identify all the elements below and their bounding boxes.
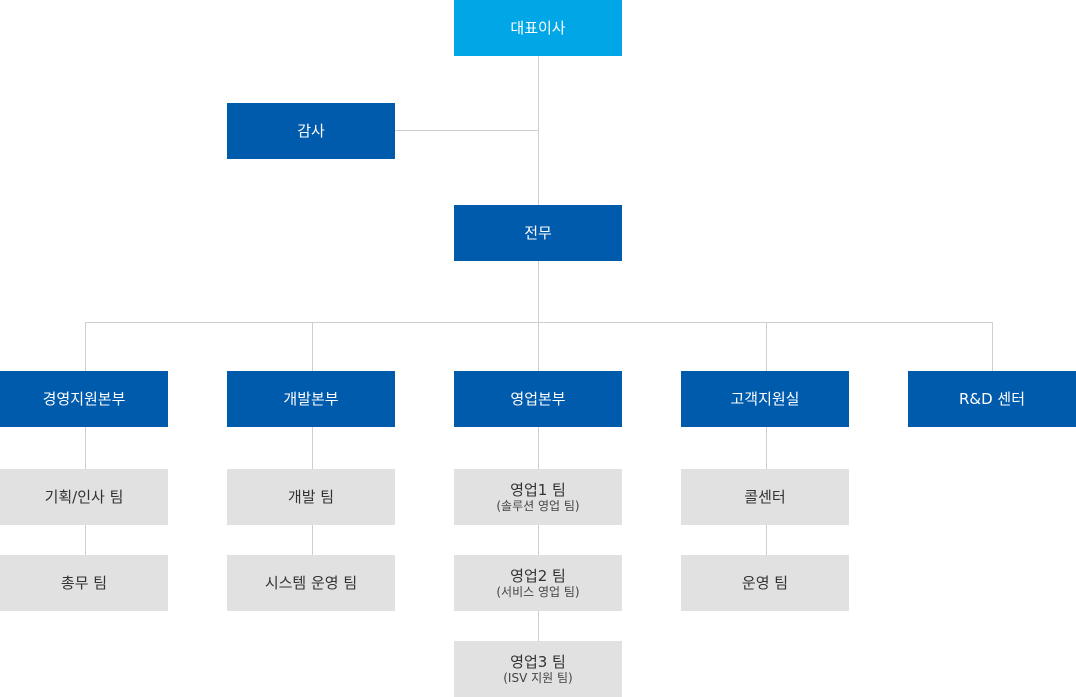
team-call-center: 콜센터 [681, 469, 849, 525]
team-label: 콜센터 [744, 488, 786, 506]
connector-audit [395, 130, 539, 131]
division-development: 개발본부 [227, 371, 395, 427]
division-management-label: 경영지원본부 [42, 390, 126, 408]
team-label: 총무 팀 [60, 574, 108, 592]
connector-division-bus [85, 322, 993, 323]
division-sales-label: 영업본부 [510, 390, 566, 408]
division-customer: 고객지원실 [681, 371, 849, 427]
division-development-label: 개발본부 [283, 390, 339, 408]
team-system-operations: 시스템 운영 팀 [227, 555, 395, 611]
audit-box: 감사 [227, 103, 395, 159]
team-label: 기획/인사 팀 [44, 488, 124, 506]
team-general-affairs: 총무 팀 [0, 555, 168, 611]
team-sublabel: (ISV 지원 팀) [503, 670, 573, 685]
connector-to-sales [538, 322, 539, 371]
team-label: 시스템 운영 팀 [264, 574, 358, 592]
division-rnd: R&D 센터 [908, 371, 1076, 427]
division-customer-label: 고객지원실 [730, 390, 800, 408]
team-sales-3: 영업3 팀 (ISV 지원 팀) [454, 641, 622, 697]
team-sales-2: 영업2 팀 (서비스 영업 팀) [454, 555, 622, 611]
team-label: 개발 팀 [287, 488, 335, 506]
connector-to-management [85, 322, 86, 371]
team-sublabel: (솔루션 영업 팀) [496, 498, 580, 513]
connector-to-customer [766, 322, 767, 371]
managing-director-box: 전무 [454, 205, 622, 261]
ceo-label: 대표이사 [510, 19, 566, 37]
team-development: 개발 팀 [227, 469, 395, 525]
team-sublabel: (서비스 영업 팀) [496, 584, 580, 599]
connector-to-rnd [992, 322, 993, 371]
managing-director-label: 전무 [524, 224, 552, 242]
division-sales: 영업본부 [454, 371, 622, 427]
team-planning-hr: 기획/인사 팀 [0, 469, 168, 525]
ceo-box: 대표이사 [454, 0, 622, 56]
connector-md-down [538, 261, 539, 323]
audit-label: 감사 [297, 122, 325, 140]
connector-to-development [312, 322, 313, 371]
team-operations: 운영 팀 [681, 555, 849, 611]
division-management: 경영지원본부 [0, 371, 168, 427]
team-label: 영업2 팀 [510, 566, 566, 585]
team-label: 영업1 팀 [510, 480, 566, 499]
team-label: 운영 팀 [741, 574, 789, 592]
connector-sales-teams [538, 427, 539, 641]
division-rnd-label: R&D 센터 [958, 390, 1026, 408]
team-label: 영업3 팀 [510, 652, 566, 671]
team-sales-1: 영업1 팀 (솔루션 영업 팀) [454, 469, 622, 525]
